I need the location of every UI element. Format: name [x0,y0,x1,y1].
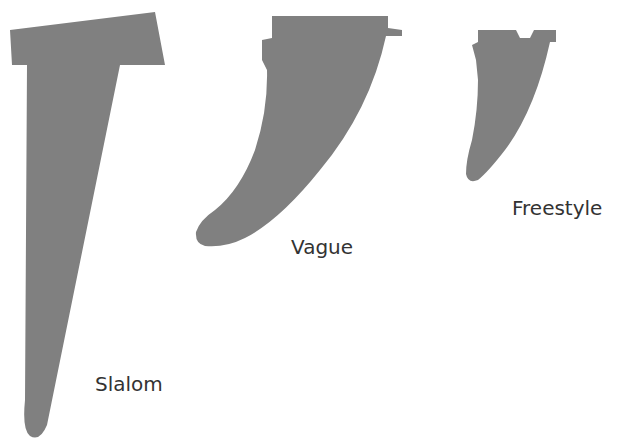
fin-label: Slalom [95,372,163,396]
slalom-fin [10,12,165,438]
fin-label: Vague [291,235,353,259]
freestyle-fin [466,30,556,181]
wave-fin [196,16,402,246]
fin-label: Freestyle [512,196,602,220]
